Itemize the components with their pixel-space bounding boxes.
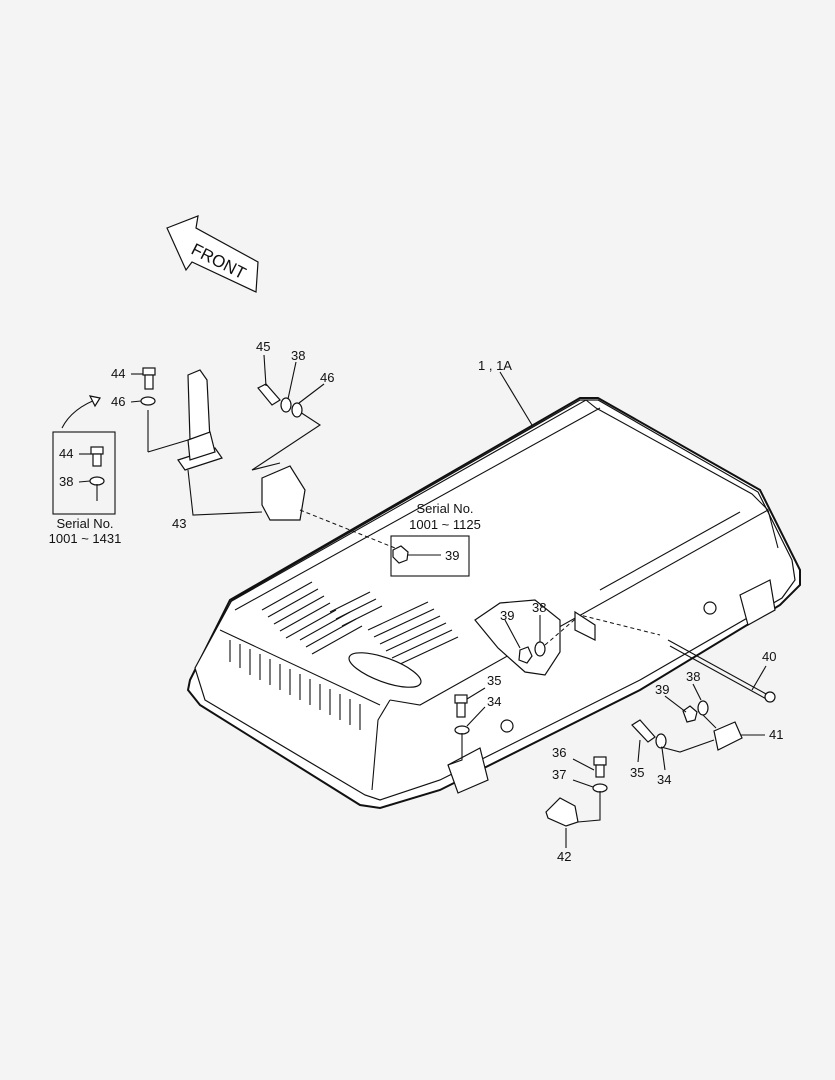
hinge-front — [447, 747, 489, 794]
hood-cover — [186, 397, 801, 810]
vent-slots — [261, 581, 459, 666]
callout-44: 44 — [59, 446, 73, 461]
front-arrow: FRONT — [166, 215, 259, 293]
callout-38: 38 — [532, 600, 546, 615]
callout-39: 39 — [445, 548, 459, 563]
front-vent-slots — [229, 640, 361, 730]
leader-lines — [78, 354, 767, 848]
support-rod — [544, 610, 776, 703]
callout-44: 44 — [111, 366, 125, 381]
callout-46: 46 — [320, 370, 334, 385]
hole-front — [500, 719, 514, 733]
inset-box-left — [52, 431, 116, 515]
callout-38: 38 — [686, 669, 700, 684]
callout-38: 38 — [291, 348, 305, 363]
callout-37: 37 — [552, 767, 566, 782]
serial-left-line1: Serial No. — [56, 516, 113, 531]
callout-39: 39 — [500, 608, 514, 623]
serial-left-line2: 1001 ~ 1431 — [49, 531, 122, 546]
latch-assembly — [147, 369, 396, 549]
callout-46: 46 — [111, 394, 125, 409]
hole-right — [703, 601, 717, 615]
serial-right-line1: Serial No. — [416, 501, 473, 516]
callout-34: 34 — [487, 694, 501, 709]
callout-35: 35 — [630, 765, 644, 780]
callout-39: 39 — [655, 682, 669, 697]
callout-45: 45 — [256, 339, 270, 354]
callout-38: 38 — [59, 474, 73, 489]
callout-41: 41 — [769, 727, 783, 742]
inset-box-right — [390, 535, 470, 577]
hinge-right — [739, 579, 776, 626]
callout-42: 42 — [557, 849, 571, 864]
hardware — [89, 367, 743, 827]
bracket-41 — [713, 721, 743, 751]
callout-34: 34 — [657, 772, 671, 787]
callout-35: 35 — [487, 673, 501, 688]
callout-43: 43 — [172, 516, 186, 531]
serial-right-line2: 1001 ~ 1125 — [409, 517, 481, 532]
callout-1-1a: 1 , 1A — [478, 358, 512, 373]
callout-40: 40 — [762, 649, 776, 664]
latch-bracket-43 — [261, 465, 306, 521]
callout-36: 36 — [552, 745, 566, 760]
bracket-42 — [545, 797, 579, 827]
center-slot — [348, 652, 422, 688]
